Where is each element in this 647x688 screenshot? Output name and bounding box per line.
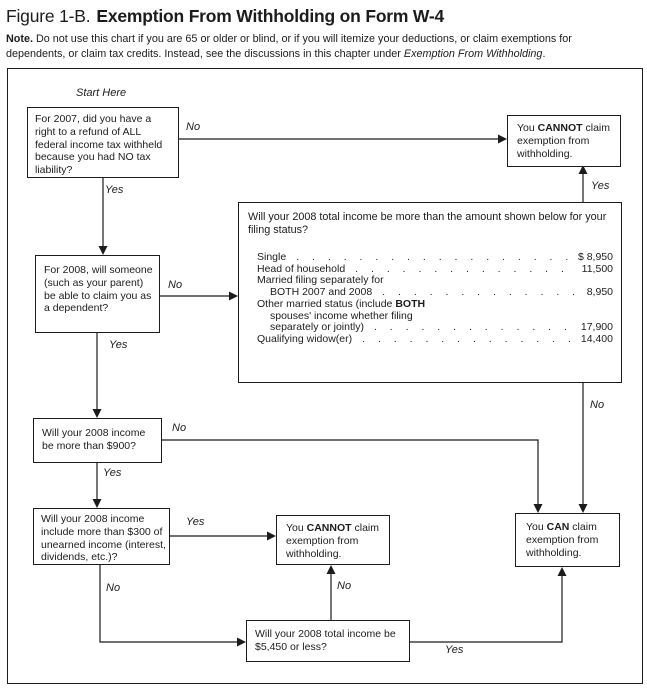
outcome-cannot-mid-pre: You bbox=[286, 522, 307, 534]
connector-filing-yes-to-cannot-top bbox=[578, 165, 588, 202]
edge-label-no-filing: No bbox=[590, 399, 605, 411]
connector-q3-no-to-can bbox=[162, 439, 543, 513]
dot-leader bbox=[362, 334, 575, 346]
filing-row-single: Single $ 8,950 bbox=[257, 251, 613, 264]
connector-q4-yes-to-cannot-mid bbox=[170, 531, 276, 541]
filing-row-label: Married filing separately for bbox=[257, 274, 384, 287]
filing-row-other-married: Other married status (include BOTH bbox=[257, 297, 613, 311]
filing-status-question: Will your 2008 total income be more than… bbox=[248, 211, 607, 236]
edge-label-no-q2: No bbox=[168, 279, 183, 291]
amount-value: 8,950 bbox=[586, 286, 613, 299]
figure-title: Figure 1-B.Exemption From Withholding on… bbox=[6, 6, 444, 27]
filing-row-label: Qualifying widow(er) bbox=[257, 332, 353, 345]
dot-leader bbox=[296, 252, 572, 264]
connector-q3-yes-to-q4 bbox=[92, 463, 102, 508]
amount-value: 14,400 bbox=[580, 332, 613, 345]
connector-q1-no-to-cannot-top bbox=[179, 134, 507, 144]
outcome-cannot-mid-post: claim exemption from withholding. bbox=[286, 522, 379, 560]
filing-row-label: spouses' income whether filing bbox=[270, 309, 413, 322]
edge-label-yes-q1: Yes bbox=[105, 184, 124, 196]
outcome-box-cannot-claim-top: You CANNOT claim exemption from withhold… bbox=[507, 115, 621, 167]
edge-label-no-q4: No bbox=[106, 582, 121, 594]
dot-leader bbox=[374, 322, 575, 334]
amount-value: $ 8,950 bbox=[577, 251, 613, 263]
outcome-cannot-mid-bold: CANNOT bbox=[306, 522, 352, 534]
amount-value: 11,500 bbox=[581, 262, 613, 275]
outcome-box-can-claim: You CAN claim exemption from withholding… bbox=[515, 513, 620, 567]
filing-row-head-of-household: Head of household 11,500 bbox=[257, 262, 613, 276]
decision-box-total-5450: Will your 2008 total income be $5,450 or… bbox=[246, 620, 410, 662]
connector-q4-no-to-q5 bbox=[99, 565, 246, 647]
outcome-can-bold: CAN bbox=[546, 521, 570, 533]
connector-q5-no-to-cannot-mid bbox=[326, 565, 336, 620]
filing-row-qualifying-widower: Qualifying widow(er) 14,400 bbox=[257, 332, 613, 346]
filing-row-married-separately: Married filing separately for bbox=[257, 275, 613, 287]
outcome-can-pre: You bbox=[526, 521, 547, 533]
decision-box-income-900: Will your 2008 income be more than $900? bbox=[33, 418, 162, 463]
outcome-cannot-top-post: claim exemption from withholding. bbox=[517, 122, 610, 160]
outcome-cannot-top-pre: You bbox=[517, 122, 538, 134]
edge-label-yes-q3: Yes bbox=[103, 467, 122, 479]
edge-label-no-q5: No bbox=[337, 580, 352, 592]
decision-box-dependent-2008: For 2008, will someone (such as your par… bbox=[35, 255, 160, 333]
outcome-can-post: claim exemption from withholding. bbox=[526, 521, 599, 559]
filing-row-label: Head of household bbox=[257, 262, 346, 275]
filing-row-label-pre: Other married status (include bbox=[257, 297, 396, 310]
decision-box-unearned-300: Will your 2008 income include more than … bbox=[33, 508, 170, 565]
start-here-label: Start Here bbox=[76, 87, 127, 99]
filing-row-label: separately or jointly) bbox=[270, 321, 364, 334]
decision-box-dependent-2008-text: For 2008, will someone (such as your par… bbox=[44, 264, 153, 315]
connector-q1-yes-to-q2 bbox=[98, 178, 108, 255]
filing-row-label: Other married status (include BOTH bbox=[257, 297, 426, 311]
decision-box-income-900-text: Will your 2008 income be more than $900? bbox=[42, 427, 146, 452]
edge-label-yes-q5: Yes bbox=[445, 644, 464, 656]
filing-row-label-bold: BOTH bbox=[395, 297, 426, 310]
dot-leader bbox=[355, 264, 576, 276]
decision-box-unearned-300-text: Will your 2008 income include more than … bbox=[41, 513, 166, 564]
edge-label-yes-q4: Yes bbox=[186, 516, 205, 528]
edge-label-no-q3: No bbox=[172, 422, 187, 434]
edge-label-yes-filing: Yes bbox=[591, 180, 610, 192]
filing-status-table: Single $ 8,950 Head of household 11,500 … bbox=[239, 251, 621, 346]
figure-title-text: Exemption From Withholding on Form W-4 bbox=[96, 6, 445, 26]
figure-note: Note. Do not use this chart if you are 6… bbox=[6, 32, 620, 61]
decision-box-total-5450-text: Will your 2008 total income be $5,450 or… bbox=[255, 628, 396, 653]
filing-row-separately-jointly: separately or jointly) 17,900 bbox=[257, 322, 613, 334]
edge-label-no-q1: No bbox=[186, 121, 201, 133]
connector-filing-no-to-can bbox=[578, 383, 588, 513]
connector-q2-no-to-filing-box bbox=[159, 291, 238, 301]
outcome-cannot-top-bold: CANNOT bbox=[537, 122, 583, 134]
filing-row-label: BOTH 2007 and 2008 bbox=[270, 286, 373, 299]
decision-box-refund-2007-text: For 2007, did you have a right to a refu… bbox=[35, 113, 163, 177]
decision-box-refund-2007: For 2007, did you have a right to a refu… bbox=[27, 107, 179, 178]
filing-status-box: Will your 2008 total income be more than… bbox=[238, 202, 622, 383]
filing-row-spouses-income: spouses' income whether filing bbox=[257, 309, 613, 323]
filing-row-both-years: BOTH 2007 and 2008 8,950 bbox=[257, 286, 613, 299]
figure-number: Figure 1-B. bbox=[6, 6, 91, 26]
note-suffix: . bbox=[542, 47, 546, 60]
note-italic-reference: Exemption From Withholding bbox=[403, 47, 543, 60]
note-label: Note. bbox=[6, 33, 33, 45]
note-text: Do not use this chart if you are 65 or o… bbox=[6, 33, 572, 60]
connector-q5-yes-to-can bbox=[410, 567, 567, 643]
amount-value: 17,900 bbox=[580, 321, 613, 334]
connector-q2-yes-to-q3 bbox=[92, 333, 102, 418]
filing-row-label: Single bbox=[257, 251, 287, 263]
outcome-box-cannot-claim-mid: You CANNOT claim exemption from withhold… bbox=[276, 515, 390, 565]
edge-label-yes-q2: Yes bbox=[109, 339, 128, 351]
